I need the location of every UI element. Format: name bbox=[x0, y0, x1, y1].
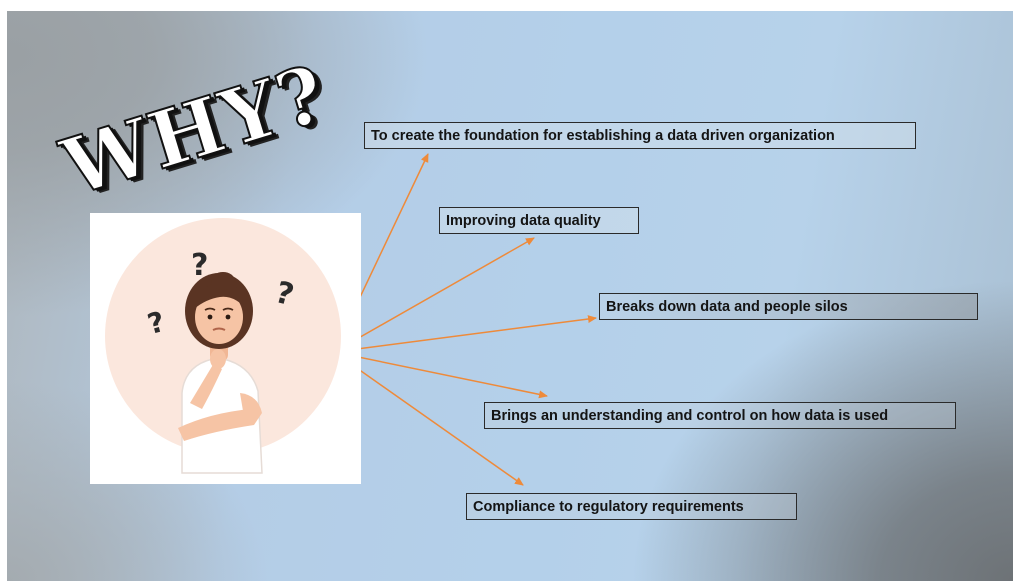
reason-box-silos: Breaks down data and people silos bbox=[599, 293, 978, 320]
arrow-3 bbox=[333, 315, 597, 353]
reason-box-understanding-control: Brings an understanding and control on h… bbox=[484, 402, 956, 429]
reason-box-compliance: Compliance to regulatory requirements bbox=[466, 493, 797, 520]
thinking-woman-illustration: ? ? ? bbox=[90, 213, 361, 484]
arrow-5 bbox=[333, 351, 524, 486]
arrow-4 bbox=[333, 351, 548, 399]
reason-box-data-quality: Improving data quality bbox=[439, 207, 639, 234]
arrows-layer bbox=[333, 153, 597, 486]
question-mark-top: ? bbox=[191, 248, 208, 283]
reason-box-foundation: To create the foundation for establishin… bbox=[364, 122, 916, 149]
slide: ? ? ? bbox=[7, 11, 1013, 581]
arrow-2 bbox=[333, 237, 535, 353]
thinking-woman-icon: ? ? ? bbox=[105, 218, 341, 474]
